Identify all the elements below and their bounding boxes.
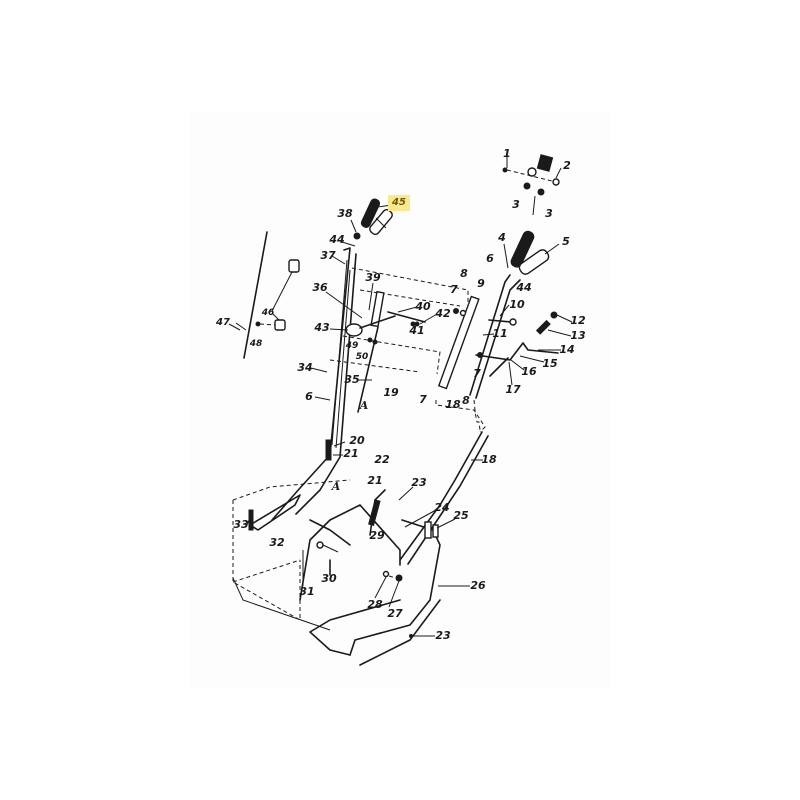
callout-32[interactable]: 32	[269, 536, 285, 549]
callout-16[interactable]: 16	[521, 365, 537, 378]
callout-7[interactable]: 7	[450, 283, 458, 296]
callout-8[interactable]: 8	[462, 394, 470, 407]
callout-26[interactable]: 26	[470, 579, 486, 592]
callout-48[interactable]: 48	[249, 339, 263, 349]
callout-A[interactable]: A	[331, 480, 341, 493]
callout-6[interactable]: 6	[305, 390, 313, 403]
callout-10[interactable]: 10	[509, 298, 525, 311]
leader-lines	[228, 167, 573, 637]
callout-50[interactable]: 50	[355, 352, 369, 362]
callout-7[interactable]: 7	[473, 367, 481, 380]
callout-7[interactable]: 7	[419, 393, 427, 406]
clip-part-46	[255, 259, 300, 331]
callout-13[interactable]: 13	[570, 329, 586, 342]
callout-44[interactable]: 44	[516, 281, 532, 294]
callout-39[interactable]: 39	[365, 271, 381, 284]
callout-27[interactable]: 27	[387, 607, 403, 620]
callout-20[interactable]: 20	[349, 434, 365, 447]
callout-24[interactable]: 24	[434, 501, 450, 514]
callout-15[interactable]: 15	[542, 357, 558, 370]
callout-9[interactable]: 9	[477, 277, 485, 290]
callout-11[interactable]: 11	[492, 327, 508, 340]
callout-31[interactable]: 31	[299, 585, 315, 598]
callout-33[interactable]: 33	[233, 518, 249, 531]
lower-frame-box	[232, 479, 441, 666]
callout-41[interactable]: 41	[409, 324, 425, 337]
callout-18[interactable]: 18	[445, 398, 461, 411]
callout-A[interactable]: A	[359, 399, 369, 412]
callout-17[interactable]: 17	[505, 383, 521, 396]
callout-14[interactable]: 14	[559, 343, 575, 356]
callout-46[interactable]: 46	[261, 308, 275, 318]
callout-42[interactable]: 42	[435, 307, 451, 320]
callout-18[interactable]: 18	[481, 453, 497, 466]
callout-22[interactable]: 22	[374, 453, 390, 466]
callout-37[interactable]: 37	[320, 249, 336, 262]
callout-44[interactable]: 44	[329, 233, 345, 246]
callout-2[interactable]: 2	[563, 159, 571, 172]
callout-45-highlighted[interactable]: 45	[388, 195, 410, 211]
rod-part-47	[235, 231, 268, 359]
callout-6[interactable]: 6	[486, 252, 494, 265]
callout-23[interactable]: 23	[411, 476, 427, 489]
callout-25[interactable]: 25	[453, 509, 469, 522]
callout-43[interactable]: 43	[314, 321, 330, 334]
callout-4[interactable]: 4	[498, 231, 506, 244]
callout-21[interactable]: 21	[343, 447, 359, 460]
callout-29[interactable]: 29	[369, 529, 385, 542]
callout-38[interactable]: 38	[337, 207, 353, 220]
callout-3[interactable]: 3	[512, 198, 520, 211]
callout-35[interactable]: 35	[344, 373, 360, 386]
callout-47[interactable]: 47	[216, 317, 230, 328]
callout-5[interactable]: 5	[562, 235, 570, 248]
callout-36[interactable]: 36	[312, 281, 328, 294]
callout-28[interactable]: 28	[367, 598, 383, 611]
callout-3[interactable]: 3	[545, 207, 553, 220]
callout-1[interactable]: 1	[503, 147, 511, 160]
callout-23[interactable]: 23	[435, 629, 451, 642]
callout-40[interactable]: 40	[415, 300, 431, 313]
callout-49[interactable]: 49	[345, 341, 359, 351]
lever-bracket-assembly	[329, 267, 469, 413]
callout-30[interactable]: 30	[321, 572, 337, 585]
callout-21[interactable]: 21	[367, 474, 383, 487]
callout-19[interactable]: 19	[383, 386, 399, 399]
callout-34[interactable]: 34	[297, 361, 313, 374]
left-handle-assembly	[271, 198, 393, 521]
callout-12[interactable]: 12	[570, 314, 586, 327]
callout-8[interactable]: 8	[460, 267, 468, 280]
